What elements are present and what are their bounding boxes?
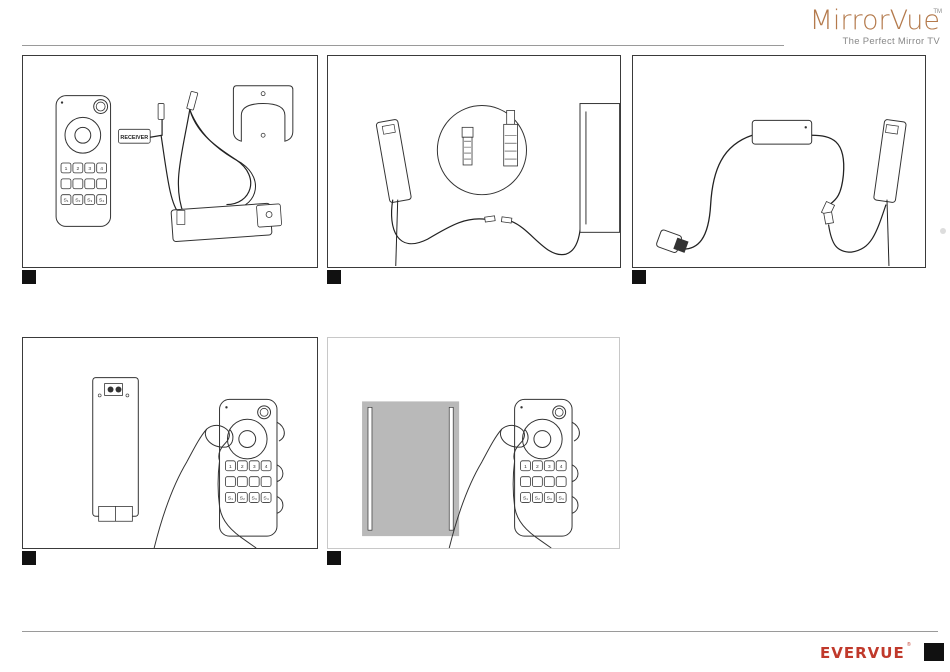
page-edge-mark: [940, 228, 946, 234]
brand-name: MirrorVue: [810, 6, 940, 36]
header-rule: [22, 45, 784, 46]
p4-key-1: 1: [229, 464, 232, 470]
p5-key-3: 3: [548, 464, 551, 470]
step-5-illustration: 1 2 3 4 S₁ S₂ S₃ S₄: [328, 338, 619, 548]
step-1-illustration: 1 2 3 4 S₁ S₂ S₃ S₄ RECEIVER: [23, 56, 317, 267]
step-3-marker: [632, 270, 646, 284]
step-3-panel: [632, 55, 926, 268]
evervue-logo: EVERVUE: [820, 644, 905, 662]
p5-key-1: 1: [524, 464, 527, 470]
step-4-illustration: 1 2 3 4 S₁ S₂ S₃ S₄: [23, 338, 317, 548]
step-4-panel: 1 2 3 4 S₁ S₂ S₃ S₄: [22, 337, 318, 549]
p1-key-1: 1: [65, 166, 68, 172]
p5-key-2: 2: [536, 464, 539, 470]
step-2-illustration: [328, 56, 620, 267]
p1-key-s4: S₄: [99, 198, 104, 204]
step-1-panel: 1 2 3 4 S₁ S₂ S₃ S₄ RECEIVER: [22, 55, 318, 268]
receiver-label: RECEIVER: [120, 135, 148, 141]
p4-key-s1: S₁: [228, 495, 233, 501]
brand-logo: MirrorVue TM The Perfect Mirror TV: [790, 6, 940, 48]
p5-key-s2: S₂: [535, 495, 540, 501]
p4-key-s3: S₃: [252, 495, 257, 501]
step-3-illustration: [633, 56, 925, 267]
p4-key-2: 2: [241, 464, 244, 470]
p1-key-3: 3: [88, 166, 91, 172]
step-4-marker: [22, 551, 36, 565]
p5-key-s1: S₁: [523, 495, 528, 501]
p1-key-s1: S₁: [64, 198, 69, 204]
footer-rule: [22, 631, 938, 632]
p1-key-4: 4: [100, 166, 103, 172]
p4-key-4: 4: [265, 464, 268, 470]
page-number-box: [924, 643, 944, 661]
p4-key-3: 3: [253, 464, 256, 470]
brand-trademark: TM: [933, 9, 942, 15]
step-5-panel: 1 2 3 4 S₁ S₂ S₃ S₄: [327, 337, 620, 549]
p1-key-s3: S₃: [87, 198, 92, 204]
p5-key-s4: S₄: [559, 495, 564, 501]
p5-key-s3: S₃: [547, 495, 552, 501]
p1-key-2: 2: [76, 166, 79, 172]
p1-key-s2: S₂: [75, 198, 80, 204]
brand-tagline: The Perfect Mirror TV: [790, 37, 940, 47]
p4-key-s4: S₄: [263, 495, 268, 501]
step-5-marker: [327, 551, 341, 565]
p4-key-s2: S₂: [240, 495, 245, 501]
step-1-marker: [22, 270, 36, 284]
evervue-registered-mark: ®: [907, 642, 911, 648]
p5-key-4: 4: [560, 464, 563, 470]
step-2-panel: [327, 55, 621, 268]
step-2-marker: [327, 270, 341, 284]
